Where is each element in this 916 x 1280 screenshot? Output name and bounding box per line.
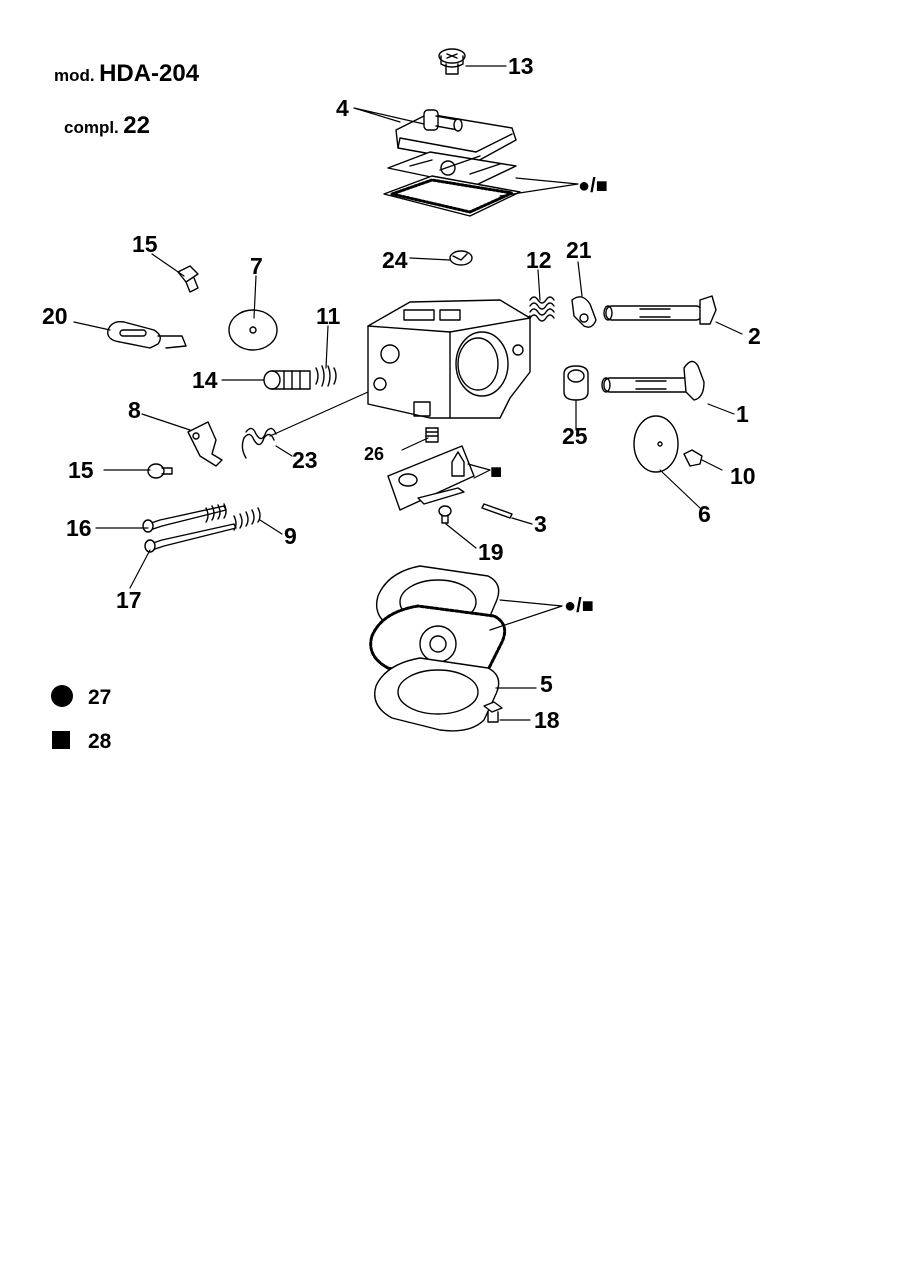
callout-12: 12	[526, 247, 552, 273]
legend: 27 28	[51, 685, 112, 753]
callout-5: 5	[540, 671, 553, 697]
callout-17: 17	[116, 587, 142, 613]
part-16-needle	[142, 503, 227, 533]
model-line: mod. HDA-204	[54, 60, 199, 88]
kit-mark-needle: ■	[490, 461, 502, 483]
callout-10: 10	[730, 463, 756, 489]
part-19-screw	[438, 505, 452, 524]
compl-prefix: compl.	[64, 118, 119, 137]
mod-prefix: mod.	[54, 66, 95, 85]
legend-circle-icon	[51, 685, 73, 707]
part-14-screw	[263, 370, 311, 390]
callout-15a: 15	[132, 231, 158, 257]
compl-number: 22	[123, 112, 150, 139]
part-17-needle	[144, 523, 237, 553]
model-name: HDA-204	[99, 60, 200, 87]
callout-19: 19	[478, 539, 504, 565]
callout-18: 18	[534, 707, 560, 733]
part-top-gasket	[387, 151, 517, 187]
part-15-screw-bottom	[147, 463, 173, 479]
part-needle-kit	[387, 445, 475, 511]
part-26-jet	[425, 427, 439, 443]
callout-1: 1	[736, 401, 749, 427]
part-24-cap	[449, 250, 473, 266]
callout-23: 23	[292, 447, 318, 473]
part-15-screw-top	[177, 265, 199, 293]
part-11-spring	[315, 365, 337, 387]
legend-circle-label: 27	[88, 686, 111, 709]
callout-20: 20	[42, 303, 68, 329]
compl-line: compl. 22	[64, 112, 150, 140]
part-2-shaft	[603, 295, 717, 325]
part-9-spring	[233, 507, 261, 531]
callout-26: 26	[364, 444, 384, 464]
part-10-screw	[683, 449, 703, 467]
callout-24: 24	[382, 247, 408, 273]
part-4-cover	[395, 109, 517, 163]
callout-16: 16	[66, 515, 92, 541]
part-top-diaphragm	[383, 175, 521, 217]
kit-markers: ●/■ ●/■ ■	[490, 175, 608, 617]
callout-4: 4	[336, 95, 349, 121]
callout-8: 8	[128, 397, 141, 423]
kit-mark-bottom: ●/■	[564, 595, 594, 617]
part-5-plate	[374, 657, 500, 732]
callout-13: 13	[508, 53, 534, 79]
callout-9: 9	[284, 523, 297, 549]
part-3-pin	[481, 503, 513, 519]
part-7-disc	[228, 309, 278, 351]
part-8-lever	[187, 421, 223, 467]
callout-labels: 13 4 7 15 24 12 21 20 11 2 14 1 8 25 23 …	[42, 53, 761, 733]
callout-21: 21	[566, 237, 592, 263]
callout-11: 11	[316, 303, 341, 329]
callout-3: 3	[534, 511, 547, 537]
part-18-screw	[483, 701, 503, 723]
kit-mark-top: ●/■	[578, 175, 608, 197]
callout-25: 25	[562, 423, 588, 449]
part-6-disc	[633, 415, 679, 473]
callout-7: 7	[250, 253, 263, 279]
part-25-bushing	[563, 365, 589, 401]
callout-6: 6	[698, 501, 711, 527]
part-13-screw	[438, 48, 466, 75]
callout-14: 14	[192, 367, 218, 393]
part-20-link	[107, 320, 187, 349]
callout-2: 2	[748, 323, 761, 349]
part-carburetor-body	[367, 299, 531, 419]
part-21-lever	[571, 296, 597, 328]
leader-lines	[73, 65, 743, 721]
legend-square-label: 28	[88, 730, 112, 753]
part-1-shaft	[601, 360, 705, 401]
callout-15b: 15	[68, 457, 94, 483]
legend-square-icon	[52, 731, 70, 749]
part-23-spring	[241, 427, 277, 459]
